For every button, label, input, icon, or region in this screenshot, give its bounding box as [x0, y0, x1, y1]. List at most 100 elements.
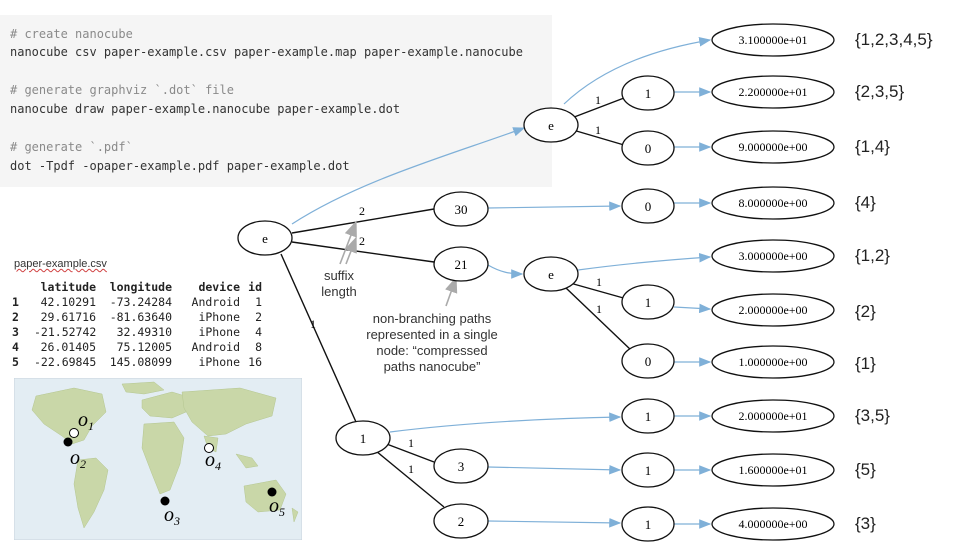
leaf-node: [711, 293, 835, 327]
leaf-value: 2.000000e+01: [738, 409, 807, 423]
csv-row: 4 26.01405 75.12005 Android 8: [12, 340, 262, 355]
map-point-filled: [267, 487, 277, 497]
edge-label: 2: [359, 204, 365, 218]
leaf-value: 1.600000e+01: [738, 463, 807, 477]
node-label: 1: [360, 431, 367, 446]
set-label: {2,3,5}: [855, 82, 904, 101]
node-root: [237, 220, 293, 256]
link-21-e: [487, 264, 524, 279]
edge-label: 2: [359, 234, 365, 248]
csv-row-index: 2: [12, 310, 19, 324]
node-e21-0: [621, 343, 675, 379]
csv-header: id: [248, 280, 262, 294]
leaf-node: [711, 345, 835, 379]
link-e21-leaf: [577, 252, 712, 271]
leaf-value: 2.200000e+01: [738, 85, 807, 99]
leaf-value: 3.100000e+01: [738, 33, 807, 47]
node-label: 1: [645, 295, 652, 310]
node-label: 1: [645, 517, 652, 532]
node-labels: e 30 21 1 e 1 0 0 e 1 0 3 2 1 1 1: [262, 86, 651, 532]
node-e21-1: [621, 284, 675, 320]
csv-row-index: 3: [12, 325, 19, 339]
node-b1-child: [621, 398, 675, 434]
annotation-line: paths nanocube”: [384, 359, 481, 374]
edge-label: 1: [595, 93, 601, 107]
edge-label: 1: [310, 317, 316, 331]
node-label: e: [548, 267, 554, 282]
csv-header: device: [198, 280, 240, 294]
leaf-value: 9.000000e+00: [738, 140, 807, 154]
leaf-node: [711, 399, 835, 433]
map-label: o1: [78, 409, 94, 433]
csv-cell: 42.10291: [40, 295, 96, 309]
edge-e21-1: [569, 282, 628, 300]
node-top-e: [523, 107, 579, 143]
set-labels: {1,2,3,4,5} {2,3,5} {1,4} {4} {1,2} {2} …: [855, 30, 933, 533]
leaf-value: 1.000000e+00: [738, 355, 807, 369]
annotation-line: non-branching paths: [373, 311, 492, 326]
node-b3-child: [621, 452, 675, 488]
node-label: 30: [455, 202, 468, 217]
annotation-line: node: “compressed: [376, 343, 487, 358]
node-top-1: [621, 75, 675, 111]
code-line: nanocube csv paper-example.csv paper-exa…: [10, 45, 523, 59]
map-point-filled: [63, 437, 73, 447]
node-label: 0: [645, 199, 652, 214]
node-b2-child: [621, 506, 675, 542]
edge-1-2: [375, 450, 445, 508]
edge-root-21: [291, 241, 435, 263]
csv-cell: 8: [255, 340, 262, 354]
leaf-values: 3.100000e+01 2.200000e+01 9.000000e+00 8…: [738, 33, 807, 531]
tree-nodes: [237, 75, 675, 542]
csv-cell: Android: [191, 340, 240, 354]
node-mid-0: [621, 188, 675, 224]
csv-header: latitude: [40, 280, 96, 294]
node-label: 3: [458, 459, 465, 474]
csv-cell: iPhone: [198, 325, 240, 339]
annotation-nonbranching: non-branching paths represented in a sin…: [366, 311, 498, 374]
link-root-tope: [291, 127, 526, 225]
csv-title: paper-example.csv: [14, 258, 107, 270]
csv-row-index: 4: [12, 340, 19, 354]
node-label: 0: [645, 354, 652, 369]
suffix-arrow: [344, 236, 357, 265]
node-label: 0: [645, 141, 652, 156]
csv-row-index: 5: [12, 355, 19, 369]
node-top-0: [621, 130, 675, 166]
code-block: # create nanocube nanocube csv paper-exa…: [0, 15, 552, 187]
set-label: {3,5}: [855, 406, 890, 425]
leaf-nodes: [711, 23, 835, 541]
map-label: o5: [269, 495, 285, 519]
leaf-node: [711, 507, 835, 541]
csv-row: 1 42.10291 -73.24284 Android 1: [12, 295, 262, 310]
node-3: [433, 448, 489, 484]
csv-row-index: 1: [12, 295, 19, 309]
leaf-node: [711, 130, 835, 164]
csv-cell: -22.69845: [34, 355, 97, 369]
csv-cell: -73.24284: [109, 295, 172, 309]
world-map: o1 o2 o3 o4 o5: [14, 378, 302, 540]
edge-label: 1: [408, 436, 414, 450]
annotation-arrows: [339, 220, 458, 307]
annotation-line: suffix: [324, 268, 355, 283]
leaf-node: [711, 75, 835, 109]
leaf-value: 3.000000e+00: [738, 249, 807, 263]
node-e21: [523, 256, 579, 292]
set-label: {2}: [855, 302, 876, 321]
leaf-node: [711, 23, 835, 57]
edge-label: 1: [596, 275, 602, 289]
code-line: # create nanocube: [10, 27, 133, 41]
node-label: 1: [645, 463, 652, 478]
map-point-hollow: [69, 428, 79, 438]
link-tope-leaf: [563, 37, 712, 105]
csv-row: 5 -22.69845 145.08099 iPhone 16: [12, 355, 262, 370]
csv-row: 2 29.61716 -81.63640 iPhone 2: [12, 310, 262, 325]
csv-table: latitude longitude device id 1 42.10291 …: [12, 280, 262, 370]
link-3-1: [487, 464, 622, 475]
csv-cell: 26.01405: [40, 340, 96, 354]
annotation-suffix: suffix length: [321, 268, 356, 299]
leaf-value: 2.000000e+00: [738, 303, 807, 317]
link-2-1: [487, 518, 622, 528]
set-label: {1}: [855, 354, 876, 373]
